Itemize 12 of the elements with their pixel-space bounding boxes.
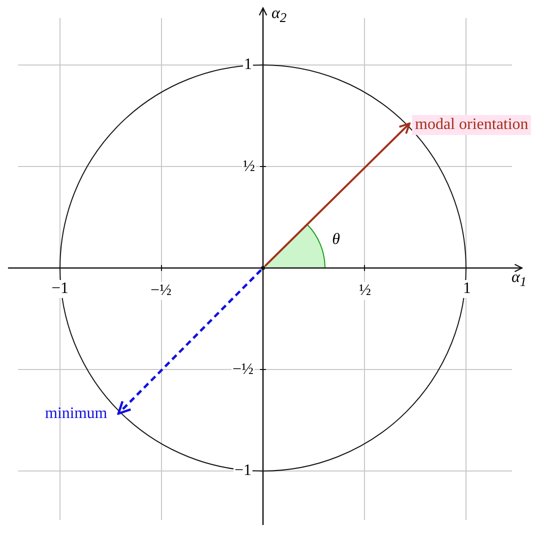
angle-label: θ	[331, 231, 341, 249]
vector-label: modal orientation	[412, 115, 532, 135]
origin-point	[261, 266, 265, 270]
vector-label: minimum	[42, 404, 110, 424]
axis-label: α$_{2}$	[270, 4, 288, 28]
tick-label: −1	[50, 280, 70, 298]
tick-label: −½	[149, 282, 173, 300]
dashed-arrow	[117, 269, 262, 415]
tick-label: ½	[358, 282, 372, 300]
tick-label: 1	[462, 280, 472, 298]
arrow	[264, 122, 410, 267]
axis-label: α$_{1}$	[510, 268, 528, 292]
